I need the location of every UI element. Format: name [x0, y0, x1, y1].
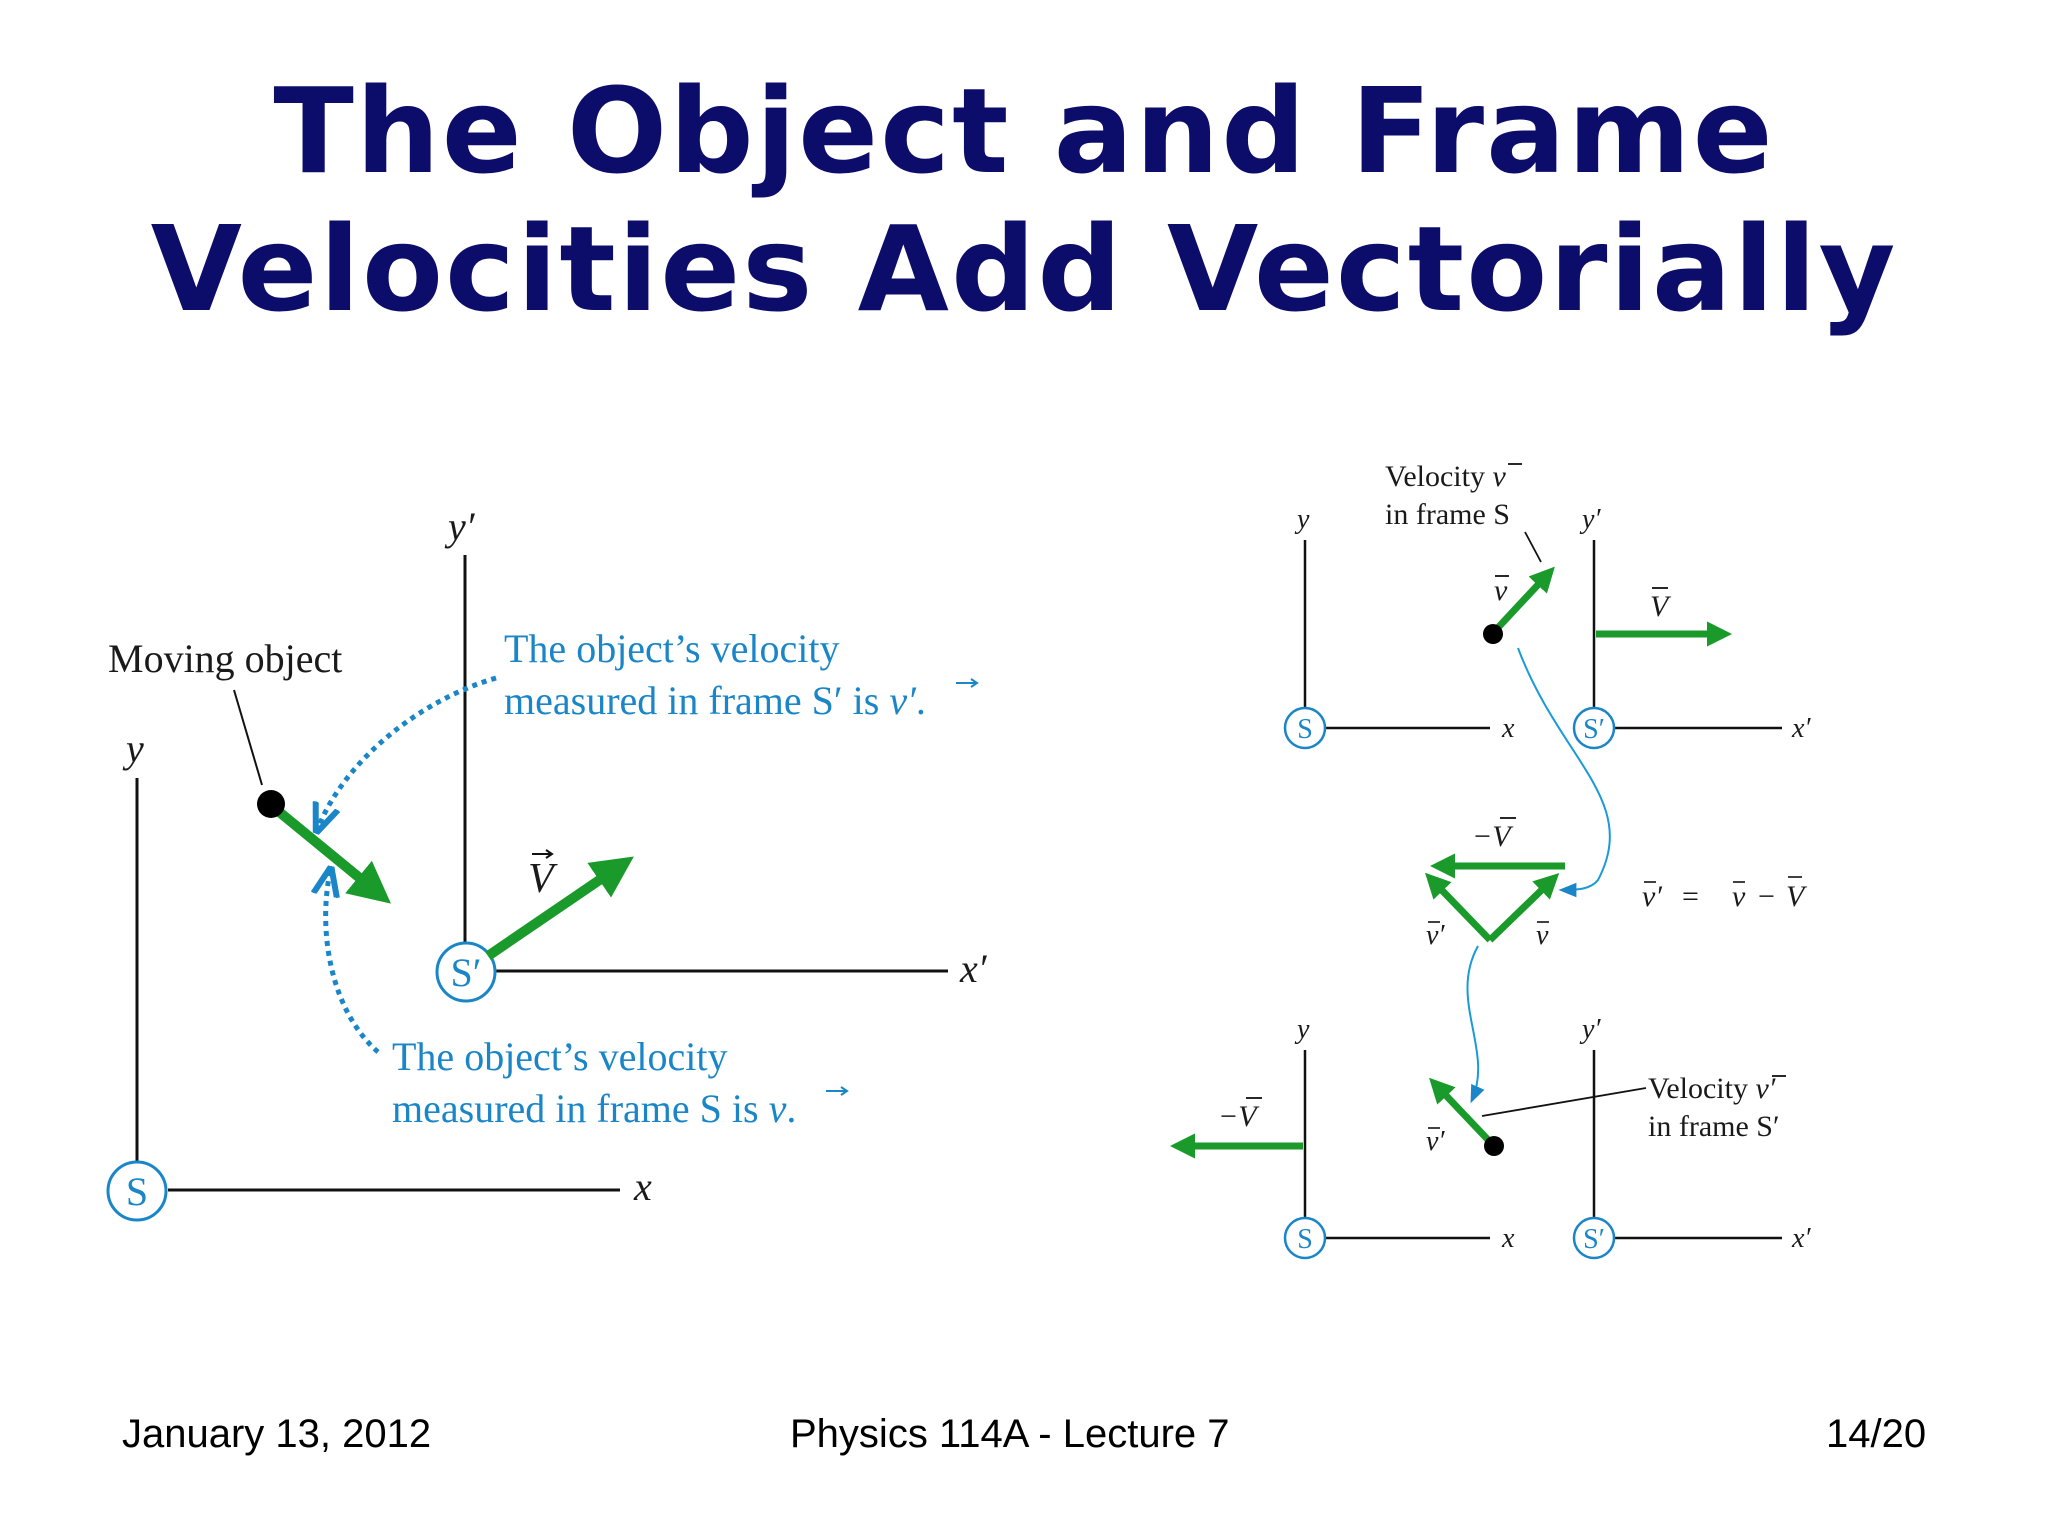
- frame-velocity-arrow: [485, 856, 634, 961]
- title-line-1: The Object and Frame: [273, 62, 1775, 200]
- bottom-velocity-label-symbol: v′: [1755, 1072, 1775, 1105]
- frame-s-label: S: [126, 1169, 148, 1214]
- callout-sprime-text: measured in frame S′ is: [504, 678, 889, 723]
- callout-s-vector-head: [840, 1086, 849, 1096]
- frame-velocity-label-vector-head: [545, 849, 554, 859]
- top-frame-s-label: S: [1297, 714, 1313, 745]
- top-frame-sprime-badge: [1572, 706, 1616, 750]
- top-s-x-label: x: [1501, 713, 1515, 744]
- callout-s-text: measured in frame S is: [392, 1086, 769, 1131]
- slide-title: The Object and Frame Velocities Add Vect…: [0, 62, 2048, 338]
- bottom-frame-sprime-badge: [1572, 1216, 1616, 1260]
- moving-object-label: Moving object: [108, 636, 342, 681]
- frame-velocity-label: V: [528, 856, 558, 902]
- callout-sprime-line-2: measured in frame S′ is v′.: [504, 678, 926, 723]
- bottom-velocity-leader-line: [1481, 1087, 1647, 1117]
- top-object-velocity-arrow: [1490, 566, 1555, 636]
- footer-page-number: 14/20: [1826, 1412, 1927, 1456]
- equation-v: v: [1732, 880, 1746, 913]
- top-velocity-label-text: Velocity: [1385, 460, 1492, 493]
- footer-course: Physics 114A - Lecture 7: [790, 1412, 1230, 1456]
- top-velocity-leader-line: [1524, 531, 1542, 563]
- callout-s-dotted-arrow: [326, 872, 380, 1054]
- callout-sprime-end: .: [916, 678, 926, 723]
- s-x-label: x: [633, 1164, 652, 1209]
- right-middle-triangle: −V v′ v v′=v−V: [1424, 647, 1808, 1104]
- top-velocity-label-line-1: Velocity v: [1385, 460, 1506, 493]
- title-line-2: Velocities Add Vectorially: [150, 200, 1898, 338]
- s-y-label: y: [122, 726, 144, 771]
- callout-s-end: .: [786, 1086, 796, 1131]
- triangle-v-arrow: [1487, 872, 1560, 943]
- bottom-s-y-label: y: [1294, 1014, 1310, 1045]
- callout-sprime-dotted-arrow: [318, 675, 497, 828]
- footer-date: January 13, 2012: [122, 1412, 432, 1456]
- bottom-velocity-label-text: Velocity: [1648, 1072, 1755, 1105]
- bottom-s-x-label: x: [1501, 1223, 1515, 1254]
- equation: v′ = v−V: [1642, 880, 1808, 913]
- frame-sprime-badge: [435, 941, 497, 1003]
- bottom-velocity-label-line-2: in frame S′: [1648, 1110, 1780, 1143]
- top-object-dot: [1483, 624, 1503, 644]
- top-velocity-label-line-2: in frame S: [1385, 498, 1510, 531]
- sprime-y-label: y′: [444, 504, 476, 549]
- bottom-object-velocity-label: v′: [1426, 1126, 1445, 1157]
- callout-s-line-1: The object’s velocity: [392, 1034, 727, 1079]
- triangle-v-prime-label: v′: [1426, 920, 1445, 951]
- bottom-sprime-y-label: y′: [1579, 1014, 1601, 1045]
- bottom-minus-V-label: −V: [1218, 1100, 1260, 1133]
- right-top-panel: y x S y′ x′ S′ V v Velocity v in frame S: [1283, 460, 1811, 750]
- equation-lhs: v′: [1642, 880, 1662, 913]
- bottom-frame-s-label: S: [1297, 1224, 1313, 1255]
- left-figure: y x S y′ x′ S′ V Moving object The: [106, 504, 988, 1222]
- top-frame-s-badge: [1283, 706, 1327, 750]
- equation-equals: =: [1682, 880, 1699, 913]
- callout-s-symbol: v: [769, 1086, 787, 1131]
- triangle-v-prime-arrow: [1424, 872, 1493, 943]
- moving-object-leader-line: [233, 689, 263, 786]
- frame-sprime-label: S′: [451, 950, 482, 995]
- triangle-minus-V-label: −V: [1472, 820, 1514, 853]
- bottom-velocity-label-line-1: Velocity v′: [1648, 1072, 1776, 1105]
- object-velocity-arrow: [268, 802, 391, 904]
- equation-V: V: [1786, 880, 1808, 913]
- bottom-frame-sprime-label: S′: [1583, 1224, 1605, 1255]
- top-sprime-y-label: y′: [1579, 504, 1601, 535]
- callout-sprime-symbol: v′: [889, 678, 917, 723]
- callout-s-line-2: measured in frame S is v.: [392, 1086, 796, 1131]
- callout-sprime-vector-head: [970, 678, 979, 688]
- connector-top-to-triangle: [1517, 647, 1611, 898]
- top-s-y-label: y: [1294, 504, 1310, 535]
- top-sprime-x-label: x′: [1791, 713, 1811, 744]
- callout-sprime-line-1: The object’s velocity: [504, 626, 839, 671]
- top-frame-velocity-label: V: [1650, 590, 1672, 623]
- triangle-v-label: v: [1536, 920, 1549, 951]
- right-bottom-panel: y x S y′ x′ S′ −V v′ Velocity v′ in fram…: [1169, 1014, 1811, 1260]
- moving-object-dot: [257, 790, 285, 818]
- sprime-x-label: x′: [959, 946, 988, 991]
- connector-triangle-to-bottom: [1466, 945, 1485, 1104]
- top-frame-sprime-label: S′: [1583, 714, 1605, 745]
- bottom-sprime-x-label: x′: [1791, 1223, 1811, 1254]
- equation-minus: −: [1758, 880, 1775, 913]
- bottom-object-dot: [1484, 1136, 1504, 1156]
- bottom-frame-s-badge: [1283, 1216, 1327, 1260]
- top-velocity-label-symbol: v: [1492, 460, 1506, 493]
- frame-s-badge: [106, 1160, 168, 1222]
- bottom-object-velocity-arrow: [1429, 1077, 1496, 1148]
- top-object-velocity-label: v: [1494, 574, 1508, 607]
